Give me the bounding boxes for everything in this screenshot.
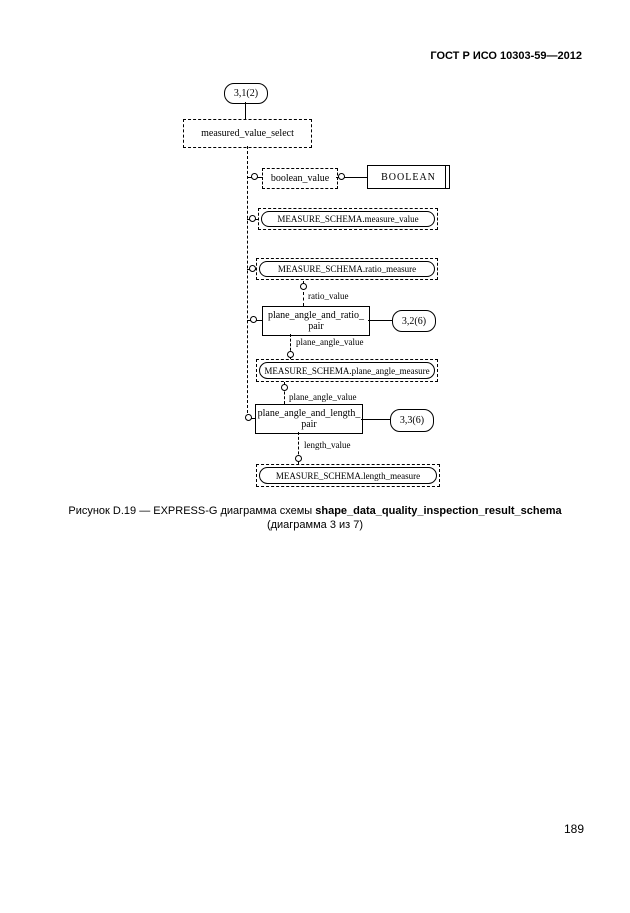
- attribute-line: [303, 281, 304, 306]
- entity-label-line1: plane_angle_and_ratio_: [267, 309, 365, 321]
- attribute-label-length-value: length_value: [304, 440, 351, 450]
- interschema-ref-length-measure: MEASURE_SCHEMA.length_measure: [256, 464, 440, 487]
- document-header: ГОСТ Р ИСО 10303-59—2012: [430, 50, 582, 62]
- page-ref-oval-mid: 3,2(6): [392, 310, 436, 332]
- open-circle: [300, 283, 307, 290]
- attribute-label-plane-angle-value-2: plane_angle_value: [289, 392, 357, 402]
- interschema-ref-label: MEASURE_SCHEMA.measure_value: [261, 211, 435, 227]
- connector-line: [368, 320, 392, 321]
- figure-caption-line2: (диаграмма 3 из 7): [266, 519, 364, 531]
- boolean-type-label: BOOLEAN: [381, 171, 436, 183]
- interschema-ref-label: MEASURE_SCHEMA.plane_angle_measure: [259, 362, 435, 379]
- connector-line: [336, 177, 367, 178]
- open-circle: [250, 316, 257, 323]
- attribute-line: [290, 334, 291, 360]
- open-circle: [295, 455, 302, 462]
- attribute-label-plane-angle-value: plane_angle_value: [296, 337, 364, 347]
- page-ref-oval-top: 3,1(2): [224, 83, 268, 104]
- caption-text: Рисунок D.19 — EXPRESS-G диаграмма схемы: [68, 505, 316, 517]
- connector-line: [245, 102, 246, 119]
- caption-schema-name: shape_data_quality_inspection_result_sch…: [315, 505, 562, 517]
- interschema-ref-label: MEASURE_SCHEMA.ratio_measure: [259, 261, 435, 277]
- entity-box-plane-angle-and-ratio-pair: plane_angle_and_ratio_ pair: [262, 306, 370, 336]
- entity-label-line2: pair: [301, 419, 317, 430]
- attribute-label-ratio-value: ratio_value: [308, 291, 349, 301]
- open-circle: [249, 215, 256, 222]
- connector-line: [361, 419, 390, 420]
- page-ref-oval-bottom: 3,3(6): [390, 409, 434, 432]
- select-trunk-line: [247, 146, 248, 418]
- page-number: 189: [563, 822, 584, 836]
- open-circle: [338, 173, 345, 180]
- interschema-ref-label: MEASURE_SCHEMA.length_measure: [259, 467, 437, 484]
- open-circle: [249, 265, 256, 272]
- figure-caption-line1: Рисунок D.19 — EXPRESS-G диаграмма схемы…: [0, 505, 630, 517]
- interschema-ref-measure-value: MEASURE_SCHEMA.measure_value: [258, 208, 438, 230]
- interschema-ref-plane-angle-measure: MEASURE_SCHEMA.plane_angle_measure: [256, 359, 438, 382]
- entity-box-plane-angle-and-length-pair: plane_angle_and_length_ pair: [255, 404, 363, 434]
- entity-label-line2: pair: [308, 321, 324, 332]
- open-circle: [251, 173, 258, 180]
- select-box-measured-value-select: measured_value_select: [183, 119, 312, 148]
- boolean-value-box: boolean_value: [262, 168, 338, 189]
- attribute-line: [284, 382, 285, 404]
- boolean-type-box: BOOLEAN: [367, 165, 450, 189]
- entity-label-line1: plane_angle_and_length_: [257, 407, 361, 419]
- interschema-ref-ratio-measure: MEASURE_SCHEMA.ratio_measure: [256, 258, 438, 280]
- open-circle: [287, 351, 294, 358]
- attribute-line: [298, 432, 299, 464]
- simple-type-bar: [445, 166, 446, 188]
- open-circle: [281, 384, 288, 391]
- open-circle: [245, 414, 252, 421]
